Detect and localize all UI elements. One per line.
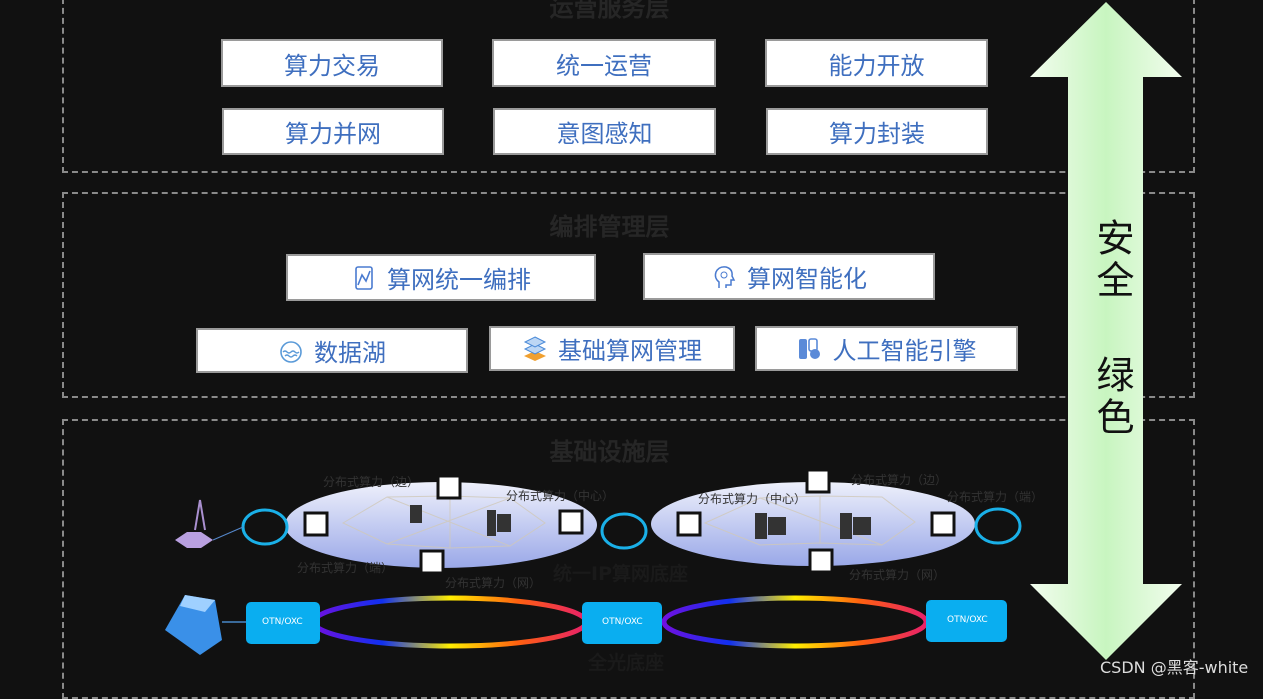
label: 人工智能引擎 [832, 337, 977, 365]
layers-icon [523, 335, 547, 361]
green-label: 绿色 [1088, 355, 1134, 450]
label-center-right: 分布式算力（中心） [698, 492, 807, 506]
service-layer-title: 运营服务层 [549, 0, 670, 22]
chip-icons [303, 468, 956, 575]
infrastructure-layer-title: 基础设施层 [549, 438, 670, 466]
security-label: 安全 [1088, 218, 1134, 313]
water-icon [280, 340, 302, 363]
ip-base-label: 统一IP算网底座 [553, 563, 688, 585]
optical-ring-left [311, 595, 589, 649]
watermark: CSDN @黑客-white [1100, 658, 1249, 677]
label: 算网统一编排 [387, 266, 531, 294]
label-net-left: 分布式算力（网） [445, 576, 542, 590]
otn-label-1: OTN/OXC [262, 617, 303, 627]
btn-compute-encap[interactable]: 算力封装 [766, 108, 988, 155]
security-text: 安全 [1090, 218, 1134, 302]
label-center-left: 分布式算力（中心） [506, 489, 615, 503]
label-end-left: 分布式算力（端） [297, 561, 394, 575]
label: 算网智能化 [747, 265, 867, 293]
otn-boxes [246, 600, 1007, 644]
ai-head-icon [714, 265, 736, 288]
orchestration-layer [62, 192, 1195, 398]
ip-cloud-left [285, 482, 597, 568]
label: 基础算网管理 [558, 337, 702, 365]
otn-label-3: OTN/OXC [947, 615, 988, 625]
btn-unified-ops[interactable]: 统一运营 [492, 39, 716, 87]
btn-unified-orchestration[interactable]: 算网统一编排 [286, 254, 596, 301]
btn-intent-aware[interactable]: 意图感知 [493, 108, 716, 155]
label: 数据湖 [314, 339, 386, 367]
btn-intelligence[interactable]: 算网智能化 [643, 253, 935, 300]
btn-capability-open[interactable]: 能力开放 [765, 39, 988, 87]
label-edge-right: 分布式算力（边） [851, 473, 948, 487]
label-edge-left: 分布式算力（边） [323, 475, 420, 489]
label: 算力交易 [284, 51, 380, 80]
label-net-right: 分布式算力（网） [849, 568, 946, 582]
antenna-icon [175, 499, 244, 548]
label: 算力并网 [285, 120, 381, 148]
optical-base-label: 全光底座 [588, 652, 665, 674]
btn-basic-management[interactable]: 基础算网管理 [489, 326, 735, 371]
optical-ring-right [661, 595, 929, 649]
building-icon [165, 595, 246, 655]
router-icons [241, 507, 1022, 550]
label: 统一运营 [556, 51, 652, 80]
btn-compute-trade[interactable]: 算力交易 [221, 39, 443, 87]
double-arrow-icon [1030, 2, 1182, 660]
ip-cloud-right [651, 482, 975, 566]
ai-engine-icon [798, 337, 820, 359]
service-layer [62, 0, 1195, 173]
label-end-right: 分布式算力（端） [947, 490, 1044, 504]
label: 算力封装 [829, 120, 925, 148]
green-text: 绿色 [1090, 355, 1134, 439]
infrastructure-diagram [165, 468, 1022, 655]
chart-tablet-icon [355, 265, 373, 290]
label: 能力开放 [828, 51, 925, 80]
otn-label-2: OTN/OXC [602, 617, 643, 627]
btn-ai-engine[interactable]: 人工智能引擎 [755, 326, 1018, 371]
btn-compute-merge[interactable]: 算力并网 [222, 108, 444, 155]
server-icons [410, 505, 871, 539]
btn-data-lake[interactable]: 数据湖 [196, 328, 468, 373]
orchestration-layer-title: 编排管理层 [549, 213, 670, 241]
label: 意图感知 [556, 120, 653, 148]
